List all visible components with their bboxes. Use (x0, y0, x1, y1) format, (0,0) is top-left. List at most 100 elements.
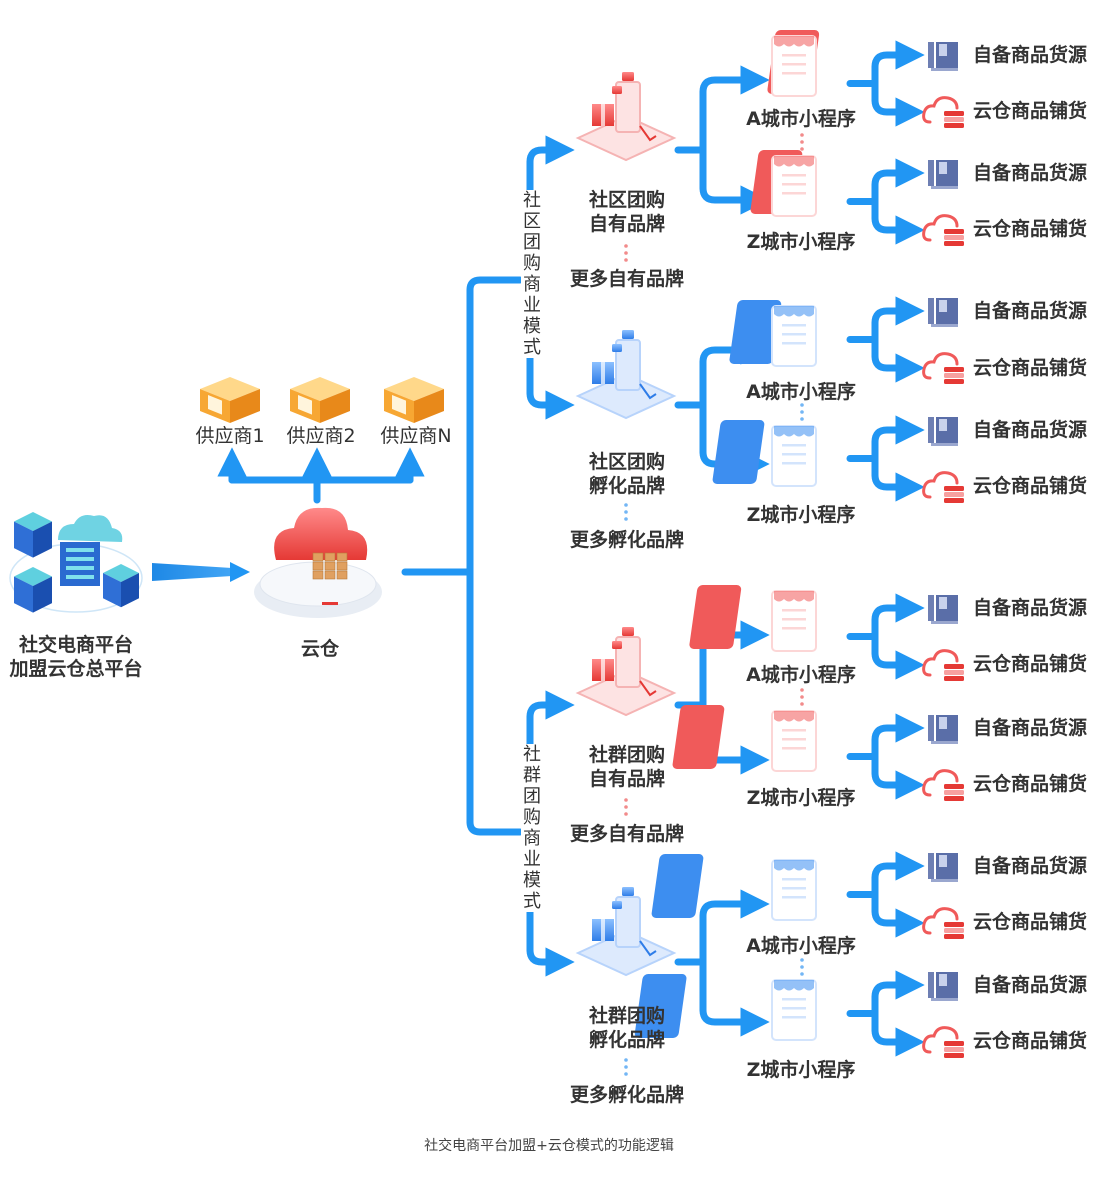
model-label-community: 社区团购商业模式 (521, 190, 543, 358)
book-icon (928, 42, 958, 71)
server-block-3 (103, 564, 139, 608)
city-z3-cloud-arrow (871, 769, 925, 800)
source-own-label-7: 自备商品货源 (973, 855, 1088, 877)
brand-more-1: 更多自有品牌 (569, 268, 684, 290)
city-a4-own-arrow (871, 851, 925, 882)
brand-label-4: 社群团购 孵化品牌 (567, 1004, 687, 1052)
brand-label-3-line2: 自有品牌 (588, 768, 665, 790)
more-cities-dots-3 (800, 688, 804, 706)
book-icon (928, 417, 958, 446)
more-cities-dots-1 (800, 133, 804, 151)
city-a3-cloud-arrow (871, 649, 925, 680)
source-own-label-1: 自备商品货源 (973, 44, 1088, 66)
city-z3-own-arrow (871, 713, 925, 744)
book-icon (928, 715, 958, 744)
model-group-lower-arrow (526, 946, 575, 977)
brand-1-city-a-arrow (699, 65, 770, 96)
source-own-label-5: 自备商品货源 (973, 597, 1088, 619)
model-group-connector (466, 818, 524, 836)
source-cloud-label-5: 云仓商品铺货 (973, 653, 1088, 675)
diagram-caption: 社交电商平台加盟+云仓模式的功能逻辑 (424, 1138, 674, 1154)
city-a2-own-arrow (871, 296, 925, 327)
cloud-stack-icon (922, 96, 964, 128)
model-group-upper-arrow (526, 690, 575, 721)
city-z-label-4: Z城市小程序 (746, 1059, 856, 1081)
brand-more-2: 更多孵化品牌 (569, 529, 684, 551)
brand-4-phone-icon (575, 887, 677, 977)
city-a-miniapp-icon (689, 585, 817, 652)
city-a-miniapp-icon (767, 30, 820, 97)
model-community-lower-arrow (526, 389, 575, 420)
city-a4-cloud-arrow (871, 907, 925, 938)
supplier-box-icon (384, 377, 444, 423)
brand-label-3: 社群团购 自有品牌 (567, 743, 687, 791)
brand-4-city-a-arrow (699, 889, 770, 920)
source-own-label-4: 自备商品货源 (973, 419, 1088, 441)
source-cloud-label-8: 云仓商品铺货 (973, 1030, 1088, 1052)
source-own-label-3: 自备商品货源 (973, 300, 1088, 322)
brand-2-city-a-arrow (699, 335, 770, 366)
city-a-label-3: A城市小程序 (746, 664, 856, 686)
city-z2-own-arrow (871, 415, 925, 446)
more-cities-dots-2 (800, 403, 804, 421)
brand-1-phone-icon (575, 72, 677, 162)
brand-label-4-line2: 孵化品牌 (588, 1029, 665, 1051)
cloud-stack-icon (922, 352, 964, 384)
supplier-box-icon (290, 377, 350, 423)
more-brands-dots-3 (624, 798, 628, 816)
city-z-miniapp-icon (750, 150, 817, 217)
brand-2-phone-icon (575, 330, 677, 420)
icons-layer (9, 30, 964, 1058)
warehouse-label: 云仓 (300, 638, 339, 660)
platform-label-line2: 加盟云仓总平台 (9, 658, 143, 680)
book-icon (928, 298, 958, 327)
city-a-label-1: A城市小程序 (746, 108, 856, 130)
city-z4-cloud-arrow (871, 1026, 925, 1057)
platform-to-warehouse-connector (152, 563, 232, 581)
city-a-miniapp-icon (651, 854, 817, 921)
cloud-warehouse-icon (254, 507, 382, 618)
platform-arrowhead (230, 562, 250, 582)
source-own-label-8: 自备商品货源 (973, 974, 1088, 996)
supplier-label-2: 供应商2 (286, 425, 356, 447)
more-cities-dots-4 (800, 958, 804, 976)
brand-more-3: 更多自有品牌 (569, 823, 684, 845)
platform-label-line1: 社交电商平台 (18, 634, 133, 656)
source-cloud-label-6: 云仓商品铺货 (973, 773, 1088, 795)
source-cloud-label-1: 云仓商品铺货 (973, 100, 1088, 122)
book-icon (928, 160, 958, 189)
city-a2-cloud-arrow (871, 352, 925, 383)
city-a3-own-arrow (871, 593, 925, 624)
book-icon (928, 853, 958, 882)
cloud-stack-icon (922, 907, 964, 939)
city-z-label-2: Z城市小程序 (746, 504, 856, 526)
book-icon (928, 595, 958, 624)
model-community-upper-arrow (526, 135, 575, 166)
city-a1-own-arrow (871, 40, 925, 71)
server-block-2 (14, 567, 52, 613)
city-z-miniapp-icon (672, 705, 817, 772)
cloud-stack-icon (922, 769, 964, 801)
city-a-label-2: A城市小程序 (746, 381, 856, 403)
brand-label-1-line2: 自有品牌 (588, 213, 665, 235)
brand-3-phone-icon (575, 627, 677, 717)
city-z4-own-arrow (871, 970, 925, 1001)
source-own-label-2: 自备商品货源 (973, 162, 1088, 184)
source-cloud-label-4: 云仓商品铺货 (973, 475, 1088, 497)
brand-label-1-line1: 社区团购 (588, 189, 665, 211)
brand-label-1: 社区团购 自有品牌 (567, 188, 687, 236)
cloud-stack-icon (922, 1026, 964, 1058)
more-brands-dots-4 (624, 1058, 628, 1076)
source-cloud-label-3: 云仓商品铺货 (973, 357, 1088, 379)
brand-4-city-z-arrow (699, 1006, 770, 1037)
city-a1-cloud-arrow (871, 96, 925, 127)
brand-label-2-line2: 孵化品牌 (588, 475, 665, 497)
city-z-label-3: Z城市小程序 (746, 787, 856, 809)
server-cloud-icon (9, 515, 143, 613)
cloud-stack-icon (922, 214, 964, 246)
cloud-stack-icon (922, 471, 964, 503)
city-z1-cloud-arrow (871, 214, 925, 245)
source-own-label-6: 自备商品货源 (973, 717, 1088, 739)
brand-label-3-line1: 社群团购 (588, 744, 665, 766)
